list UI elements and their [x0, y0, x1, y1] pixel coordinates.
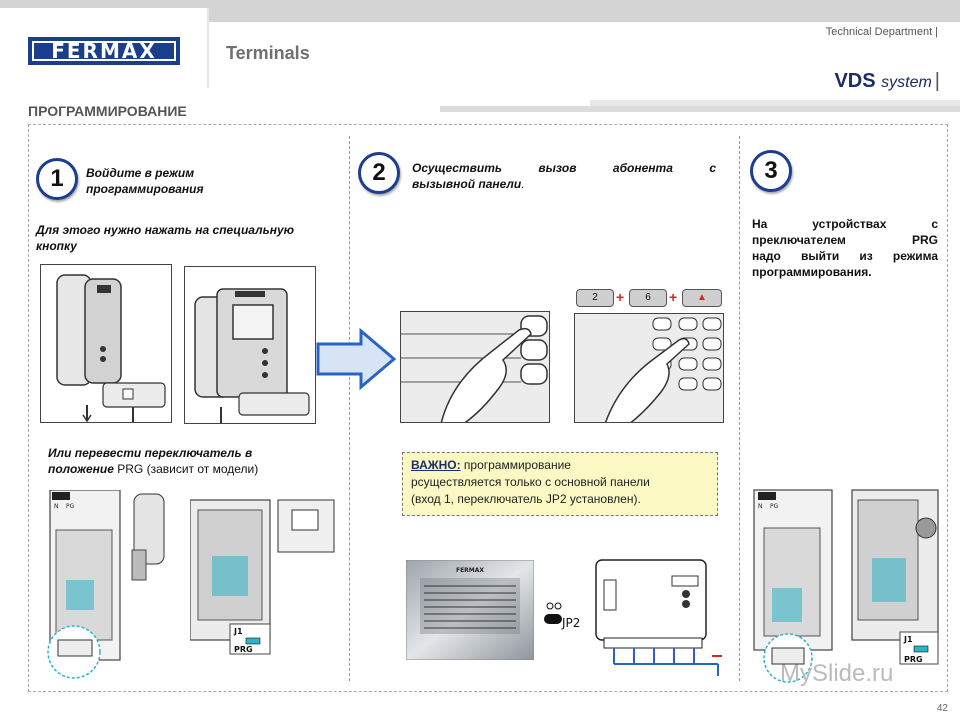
- jp2-label: JP2: [561, 616, 580, 630]
- intercom-handset-drawing: [56, 274, 166, 422]
- handset-2-pg-label: PG: [770, 503, 779, 510]
- step-3-badge: 3: [750, 150, 792, 192]
- step-2-text-line1: Осуществить вызов абонента с: [412, 161, 716, 175]
- step-1-alt-line2: положение PRG (зависит от модели): [48, 461, 258, 477]
- step-1-subtitle-line1: Для этого нужно нажать на специальную: [36, 223, 295, 237]
- step-2-text-line2: вызывной панели.: [412, 176, 716, 192]
- step-1-title: Войдите в режим программирования: [86, 165, 204, 197]
- step-1-alt-line2-rest: PRG (зависит от модели): [113, 462, 259, 476]
- step-2-text-line2-main: вызывной панели: [412, 177, 522, 191]
- monitor-2-j1-label: J1: [903, 635, 913, 644]
- video-monitor-drawing: [194, 288, 310, 423]
- door-panel-drawing: FERMAX: [405, 559, 535, 661]
- jp2-jumper-image: JP2: [542, 596, 592, 634]
- handset-internal-drawing-2: N PG: [753, 489, 833, 683]
- department-label: Technical Department|: [826, 26, 938, 38]
- step-3-text-line2: преключателем PRG: [752, 233, 938, 247]
- page-title: ПРОГРАММИРОВАНИЕ: [28, 103, 187, 119]
- panel-press-drawing: [401, 312, 549, 422]
- door-panel-image: FERMAX: [405, 559, 535, 661]
- step-3-text-line3: надо выйти из режима: [752, 249, 938, 263]
- page-number: 42: [936, 703, 948, 714]
- plus-sign-1: +: [616, 289, 625, 305]
- arrow-drawing: [316, 327, 397, 391]
- monitor-2-prg-label: PRG: [904, 655, 923, 664]
- step-1-subtitle: Для этого нужно нажать на специальную кн…: [36, 222, 294, 254]
- system-suffix: system: [881, 74, 932, 91]
- handset-2-n-label: N: [758, 503, 763, 510]
- monitor-internal-drawing-2: J1 PRG: [851, 489, 939, 665]
- system-separator: |: [934, 70, 940, 92]
- fermax-logo: FERMAX: [28, 37, 180, 65]
- column-divider-2: [739, 136, 740, 681]
- handset-internal-image: N PG: [46, 489, 172, 682]
- next-step-arrow-icon: [315, 327, 397, 391]
- intercom-handset-image: [40, 264, 172, 423]
- step-3-text-line4: программирования.: [752, 265, 872, 279]
- important-note: ВАЖНО: программирование рсуществляется т…: [402, 452, 718, 516]
- monitor-j1-label: J1: [233, 627, 243, 636]
- system-name: VDS: [834, 70, 876, 92]
- header-band: [208, 0, 960, 22]
- key-2: 2: [576, 289, 614, 307]
- important-text2: рсуществляется только с основной панели: [411, 475, 650, 489]
- panel-keypad-drawing: [575, 314, 723, 422]
- door-panel-brand: FERMAX: [456, 567, 484, 574]
- monitor-prg-label: PRG: [234, 645, 253, 654]
- handset-n-label: N: [54, 503, 59, 510]
- header-rule-upper: [590, 100, 960, 106]
- handset-internal-drawing: N PG: [47, 489, 165, 679]
- step-3-text: На устройствах с преключателем PRG надо …: [752, 216, 938, 280]
- handset-pg-label: PG: [66, 503, 75, 510]
- step-1-title-line1: Войдите в режим: [86, 166, 195, 180]
- key-6: 6: [629, 289, 667, 307]
- panel-press-button-image: [400, 311, 550, 423]
- step-3-text-line1: На устройствах с: [752, 217, 938, 231]
- circuit-board-image: [594, 558, 724, 676]
- step-1-badge: 1: [36, 158, 78, 200]
- column-divider-1: [349, 136, 350, 681]
- department-text: Technical Department: [825, 26, 933, 38]
- step-1-title-line2: программирования: [86, 182, 204, 196]
- important-label: ВАЖНО:: [411, 458, 461, 472]
- step-2-text-line2-end: .: [521, 177, 525, 191]
- step-1-alternative: Или перевести переключатель в положение …: [48, 445, 258, 477]
- header-band-left: [0, 0, 208, 8]
- bell-key-icon: ▲: [682, 289, 722, 307]
- department-separator: |: [935, 26, 938, 38]
- header-rule: [440, 106, 960, 112]
- step-2-text: Осуществить вызов абонента с вызывной па…: [412, 160, 716, 192]
- fermax-logo-text: FERMAX: [32, 39, 176, 63]
- monitor-internal-image: J1 PRG: [189, 496, 340, 686]
- circuit-board-drawing: [595, 559, 722, 676]
- header-divider: [207, 8, 209, 88]
- panel-press-keypad-image: [574, 313, 724, 423]
- important-line1: ВАЖНО: программирование: [411, 457, 709, 474]
- monitor-internal-drawing: J1 PRG: [189, 499, 335, 655]
- section-title: Terminals: [226, 43, 310, 63]
- plus-sign-2: +: [669, 289, 678, 305]
- step-1-subtitle-line2: кнопку: [36, 239, 77, 253]
- handset-internal-image-2: N PG: [752, 488, 834, 684]
- important-text1: программирование: [460, 458, 571, 472]
- video-monitor-image: [184, 266, 316, 424]
- step-1-alt-line1: Или перевести переключатель в: [48, 446, 253, 460]
- watermark: MySlide.ru: [780, 660, 894, 687]
- content-frame: [28, 124, 948, 692]
- step-1-alt-line2-bold: положение: [48, 462, 114, 476]
- jp2-drawing: JP2: [544, 602, 580, 630]
- monitor-internal-image-2: J1 PRG: [850, 488, 940, 678]
- system-label: VDS system|: [834, 70, 940, 93]
- step-2-badge: 2: [358, 152, 400, 194]
- important-text3: (вход 1, переключатель JP2 установлен).: [411, 492, 641, 506]
